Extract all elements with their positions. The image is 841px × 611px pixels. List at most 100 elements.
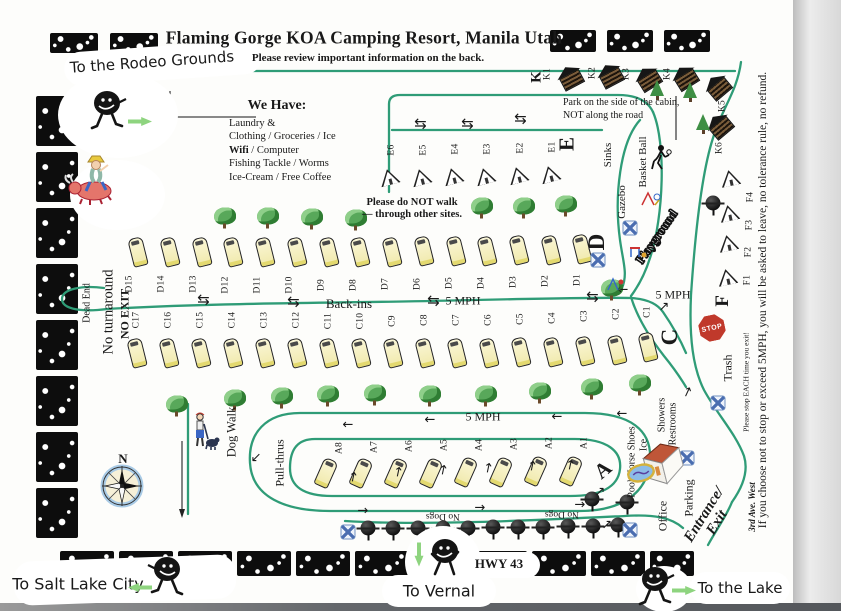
sl-c10: C10 [355,312,366,330]
arr2-: ⇆ [427,291,440,310]
border-ornament [36,376,78,426]
dtree-icon [580,491,604,512]
label-dog-walk: Dog Walk [224,406,239,458]
arr-: ↗ [594,484,606,500]
we-have-line: Ice-Cream / Free Coffee [229,171,332,183]
sl-e5: E5 [418,144,429,156]
we-have-line: Wifi / Computer [229,144,399,157]
tree-icon [224,389,246,411]
map-subtitle: Please review important information on t… [251,52,485,64]
sl-d8: D8 [348,278,359,292]
label-5mph: 5 MPH [465,409,501,424]
water-icon [710,395,726,411]
dtree-icon [556,518,580,539]
sl-f4: F4 [745,191,756,203]
tree-icon [555,195,577,217]
compass-rose [100,464,144,508]
sl-d3: D3 [508,275,519,289]
label-gazebo: Gazebo [616,185,628,219]
we-have-heading: We Have: [247,98,307,113]
bl-f: F [712,295,733,307]
scan-edge [0,603,841,611]
sl-d11: D11 [252,276,263,294]
pool-horseshoes-doodle [627,463,655,483]
arr-: ← [616,406,628,422]
sl-a2: A2 [544,436,555,450]
label-stop-each: Please stop EACH time you exit! [741,332,751,432]
label-cabin-note: Park on the side of the cabin, NOT along… [563,96,679,122]
sl-d6: D6 [412,277,423,291]
sl-c11: C11 [323,312,334,330]
sl-d4: D4 [476,276,487,290]
label-no-turnaround: No turnaround [100,269,117,355]
arr2-: ⇆ [461,114,474,133]
dtree-icon [606,517,630,538]
sl-c7: C7 [451,314,462,326]
arr-: ← [424,412,436,428]
dtree-icon [381,520,405,541]
arr-: → [574,497,586,513]
mascot-runner [147,557,184,596]
stop-sign-text: STOP [701,322,723,334]
label-5mph: 5 MPH [445,293,481,308]
sl-e4: E4 [450,143,461,155]
tree-icon [475,385,497,407]
playground-doodle [641,191,661,206]
tree-icon [581,378,603,400]
arr-: ↗ [601,517,613,533]
tree-icon [419,385,441,407]
dtree-icon [701,195,725,216]
label-dead-end: Dead End [81,283,93,323]
water-icon [622,522,638,538]
border-ornament [532,551,586,576]
sl-a3: A3 [509,437,520,451]
playground-doodle [630,247,647,258]
sl-c15: C15 [195,311,206,329]
sl-f1: F1 [742,274,753,286]
dog-walk-doodle [195,412,220,450]
label-no-dogs: No Dogs [425,511,461,521]
label-office: Office [655,500,670,532]
sl-c5: C5 [515,313,526,325]
label-parking: Parking [681,479,696,517]
arr-: ← [551,409,563,425]
arr2-: ⇆ [287,292,300,311]
mascot-runner [430,539,460,576]
sl-d1: D1 [572,273,583,287]
playground-doodle [607,277,624,291]
label-no-walk: Please do NOT walk — through other sites… [362,197,462,221]
sl-d5: D5 [444,276,455,290]
tree-icon [345,209,367,231]
label-pull-thrus: Pull-thrus [272,439,287,487]
label-no-dogs: No Dogs [544,509,580,519]
sl-c8: C8 [419,314,430,326]
mascot-runner [638,567,675,606]
label-showers: Showers [656,397,668,433]
bl-k: K [528,71,545,83]
sl-c9: C9 [387,315,398,327]
arr2-: ⇆ [414,114,427,133]
water-icon [340,524,356,540]
arr-: ← [342,417,354,433]
label-hwy-43: HWY 43 [474,556,524,571]
arr2-: ⇆ [514,109,527,128]
label-back-ins: Back-ins [325,296,373,311]
dtree-icon [531,519,555,540]
sl-a4: A4 [474,438,485,452]
sl-a5: A5 [439,438,450,452]
sl-c2: C2 [611,308,622,320]
wifi-label: Wifi [229,144,249,156]
sl-k6: K6 [714,141,725,155]
tree-icon [214,207,236,229]
arrowhead [179,509,185,518]
pine-icon [650,80,664,100]
tree-icon [271,387,293,409]
label-3rd-ave-west: 3rd Ave. West [747,482,757,532]
sl-f3: F3 [744,219,755,231]
tree-icon [317,385,339,407]
border-ornament [36,488,78,538]
label-no-exit: NO EXIT [117,288,132,340]
label-5mph: 5 MPH [655,287,691,302]
we-have-line: Laundry & [229,118,276,129]
